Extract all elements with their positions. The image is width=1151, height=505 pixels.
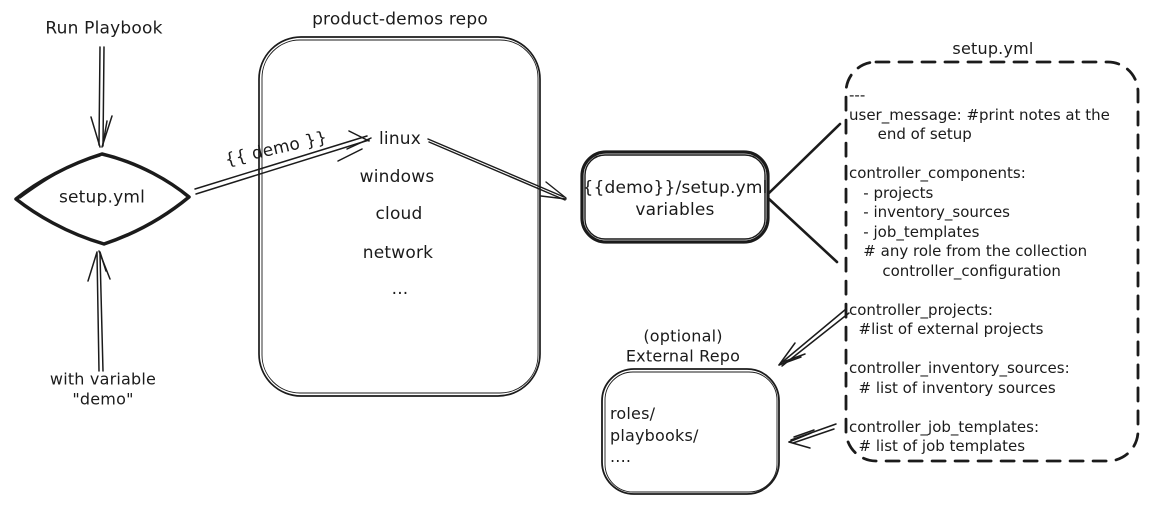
- job-templates-to-external-repo-arrow: [789, 424, 836, 448]
- variables-box-label: {{demo}}/setup.yml variables: [582, 177, 768, 220]
- repo-item-linux: linux: [378, 129, 422, 149]
- repo-item-ellipsis: ...: [391, 279, 409, 299]
- run-playbook-label: Run Playbook: [45, 18, 163, 39]
- external-repo-box: [602, 369, 779, 494]
- product-demos-repo-box: [259, 37, 540, 396]
- repo-item-cloud: cloud: [375, 204, 423, 224]
- linux-to-variables-arrow: [428, 139, 566, 200]
- setup-yml-diamond-label: setup.yml: [58, 187, 146, 208]
- external-repo-title: (optional) External Repo: [625, 326, 741, 365]
- with-variable-arrow: [88, 251, 110, 371]
- repo-item-network: network: [362, 243, 434, 263]
- run-playbook-arrow: [91, 47, 112, 147]
- with-variable-label: with variable "demo": [49, 369, 157, 408]
- repo-item-windows: windows: [359, 167, 435, 187]
- variables-box-shape: [582, 152, 768, 242]
- setup-yml-file-box: [846, 62, 1138, 461]
- setup-yml-diamond-shape: [16, 154, 189, 244]
- variables-to-file-fan-lines: [768, 124, 840, 262]
- external-repo-content: roles/ playbooks/ ....: [610, 404, 699, 466]
- projects-to-external-repo-arrow: [779, 309, 849, 366]
- setup-yml-file-title: setup.yml: [952, 39, 1034, 59]
- setup-yml-file-content: --- user_message: #print notes at the en…: [849, 86, 1110, 455]
- product-demos-repo-title: product-demos repo: [312, 9, 488, 30]
- demo-arrow: [195, 131, 371, 194]
